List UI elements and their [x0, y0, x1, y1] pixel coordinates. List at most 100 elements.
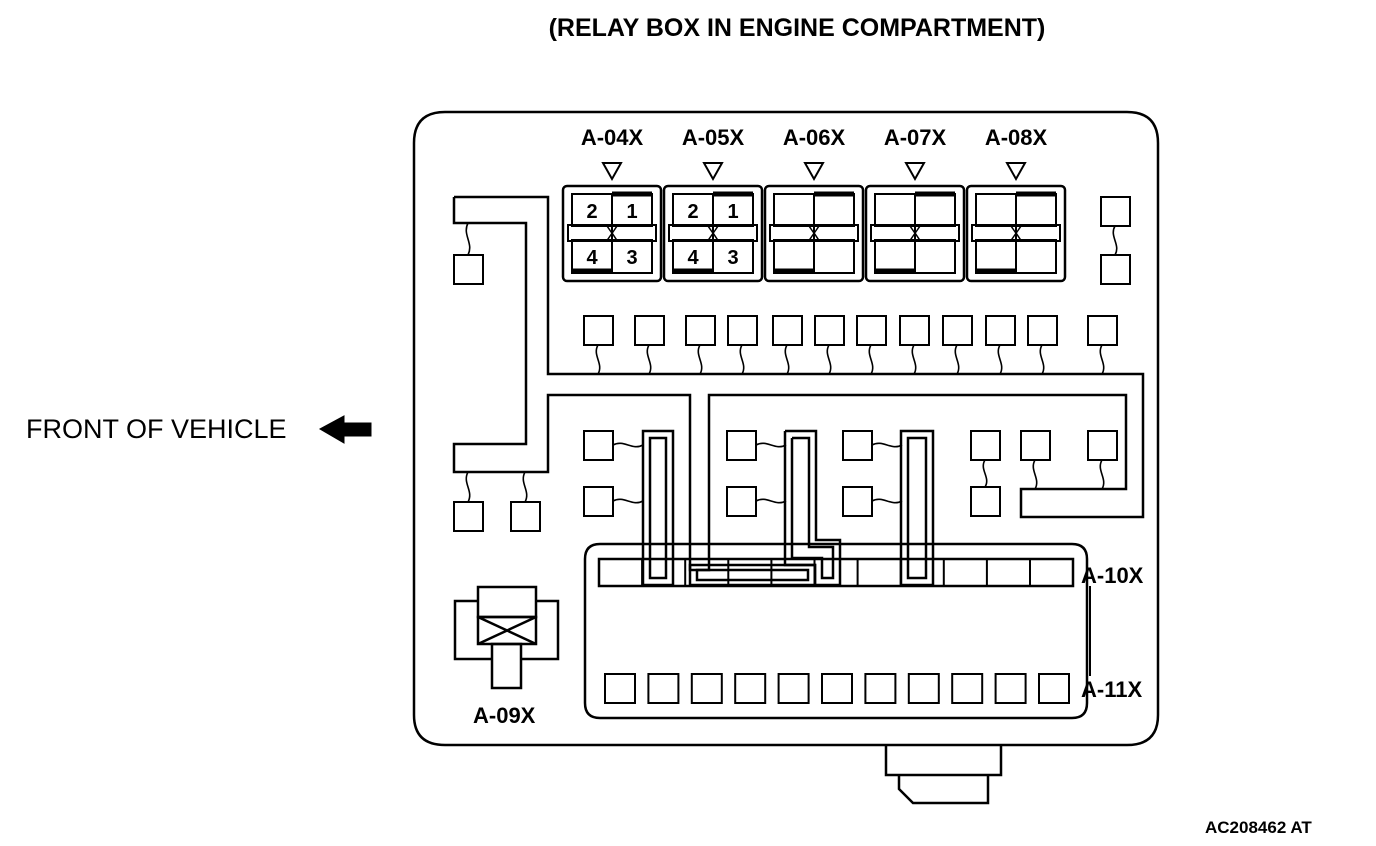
- a11x-cavity: [604, 673, 636, 704]
- fuse-terminal: [583, 315, 614, 346]
- a11x-cavity: [734, 673, 767, 704]
- fuse-terminal: [856, 315, 887, 346]
- fuse-wire: [646, 344, 652, 375]
- fuse-terminal: [899, 315, 930, 346]
- fuse-wire: [755, 442, 787, 448]
- fuse-terminal: [1087, 315, 1118, 346]
- fuse-wire: [1099, 459, 1105, 490]
- fuse-wire: [1032, 459, 1038, 490]
- relay-pin-number: 4: [687, 247, 699, 269]
- a11x-cavities: [604, 673, 1070, 704]
- relay-pin-number: 2: [586, 201, 597, 223]
- relay-x-mark: X: [1010, 224, 1022, 244]
- fuse-terminal: [814, 315, 845, 346]
- fuse-terminal: [772, 315, 803, 346]
- relay-4: A-07X X: [864, 125, 966, 283]
- fuse-wire: [595, 344, 601, 375]
- fuse-wire: [982, 459, 988, 488]
- fuse-terminal: [842, 430, 873, 461]
- pointer-triangle-icon: [702, 162, 724, 182]
- fuse-terminal: [970, 430, 1001, 461]
- fuse-wire: [1112, 225, 1118, 256]
- fuse-terminal: [583, 486, 614, 517]
- a11x-cavity: [1038, 673, 1070, 704]
- fuse-terminal: [1100, 254, 1131, 285]
- a11x-cavity: [821, 673, 853, 704]
- a11x-label: A-11X: [1081, 677, 1142, 702]
- fuse-wire: [1099, 344, 1105, 375]
- fuse-wire: [697, 344, 703, 375]
- relay-pin-number: 3: [727, 247, 738, 269]
- pointer-triangle-icon: [904, 162, 926, 182]
- figure-code: AC208462 AT: [1205, 818, 1312, 837]
- a10x-housing: [597, 557, 1075, 588]
- fuse-terminal: [1027, 315, 1058, 346]
- fuse-terminal: [1087, 430, 1118, 461]
- relay-pin-number: 1: [626, 201, 637, 223]
- fuse-wire: [784, 344, 790, 375]
- fuse-terminal: [842, 486, 873, 517]
- diagram-title: (RELAY BOX IN ENGINE COMPARTMENT): [549, 14, 1046, 42]
- mounting-tab: [884, 745, 1003, 805]
- fuse-wire: [1039, 344, 1045, 375]
- a11x-cavity: [994, 673, 1027, 704]
- a11x-cavity: [907, 673, 940, 704]
- fuse-wire: [465, 222, 471, 256]
- relay-body: [662, 184, 764, 283]
- fuse-wire: [911, 344, 917, 375]
- a10x-cavities: [597, 557, 1075, 588]
- fuse-terminal: [685, 315, 716, 346]
- relay-x-mark: X: [707, 224, 719, 244]
- fuse-terminal: [942, 315, 973, 346]
- fuse-wire: [465, 471, 471, 503]
- fuse-terminals: [453, 196, 1131, 532]
- fuse-wire: [522, 471, 528, 503]
- relay-5: A-08X X: [965, 125, 1067, 283]
- a10x-label: A-10X: [1081, 563, 1144, 588]
- relay-x-mark: X: [808, 224, 820, 244]
- fuse-terminal: [727, 315, 758, 346]
- fuse-terminal: [726, 486, 757, 517]
- front-of-vehicle-label: FRONT OF VEHICLE: [26, 414, 287, 444]
- fuse-wire: [954, 344, 960, 375]
- relay-1: A-04X X2 1 4 3: [561, 125, 663, 283]
- fuse-terminal: [1100, 196, 1131, 227]
- a09x-connector: [453, 585, 560, 690]
- fuse-wire: [871, 498, 903, 504]
- pointer-triangle-icon: [601, 162, 623, 182]
- relay-x-mark: X: [909, 224, 921, 244]
- pointer-triangle-icon: [803, 162, 825, 182]
- a11x-cavity: [777, 673, 810, 704]
- relay-pin-number: 3: [626, 247, 637, 269]
- relay-label: A-05X: [682, 125, 745, 150]
- fuse-wire: [612, 498, 644, 504]
- fuse-terminal: [453, 254, 484, 285]
- fuse-wire: [826, 344, 832, 375]
- a11x-cavity: [690, 673, 723, 704]
- relay-box-housing: [412, 110, 1160, 747]
- relay-body: [864, 184, 966, 283]
- a11x-cavity: [864, 673, 897, 704]
- fuse-wire: [871, 442, 903, 448]
- relay-body: [561, 184, 663, 283]
- relay-label: A-04X: [581, 125, 644, 150]
- relay-label: A-07X: [884, 125, 947, 150]
- a09x-label: A-09X: [473, 703, 536, 728]
- relay-x-mark: X: [606, 224, 618, 244]
- fuse-terminal: [985, 315, 1016, 346]
- relay-pin-number: 4: [586, 247, 598, 269]
- fuse-terminal: [453, 501, 484, 532]
- fuse-terminal: [634, 315, 665, 346]
- busbars: [452, 195, 1145, 587]
- fuse-wire: [755, 498, 787, 504]
- a11x-cavity: [647, 673, 680, 704]
- fuse-terminal: [583, 430, 614, 461]
- relay-body: [763, 184, 865, 283]
- relay-label: A-08X: [985, 125, 1048, 150]
- relay-pin-number: 1: [727, 201, 738, 223]
- pointer-triangle-icon: [1005, 162, 1027, 182]
